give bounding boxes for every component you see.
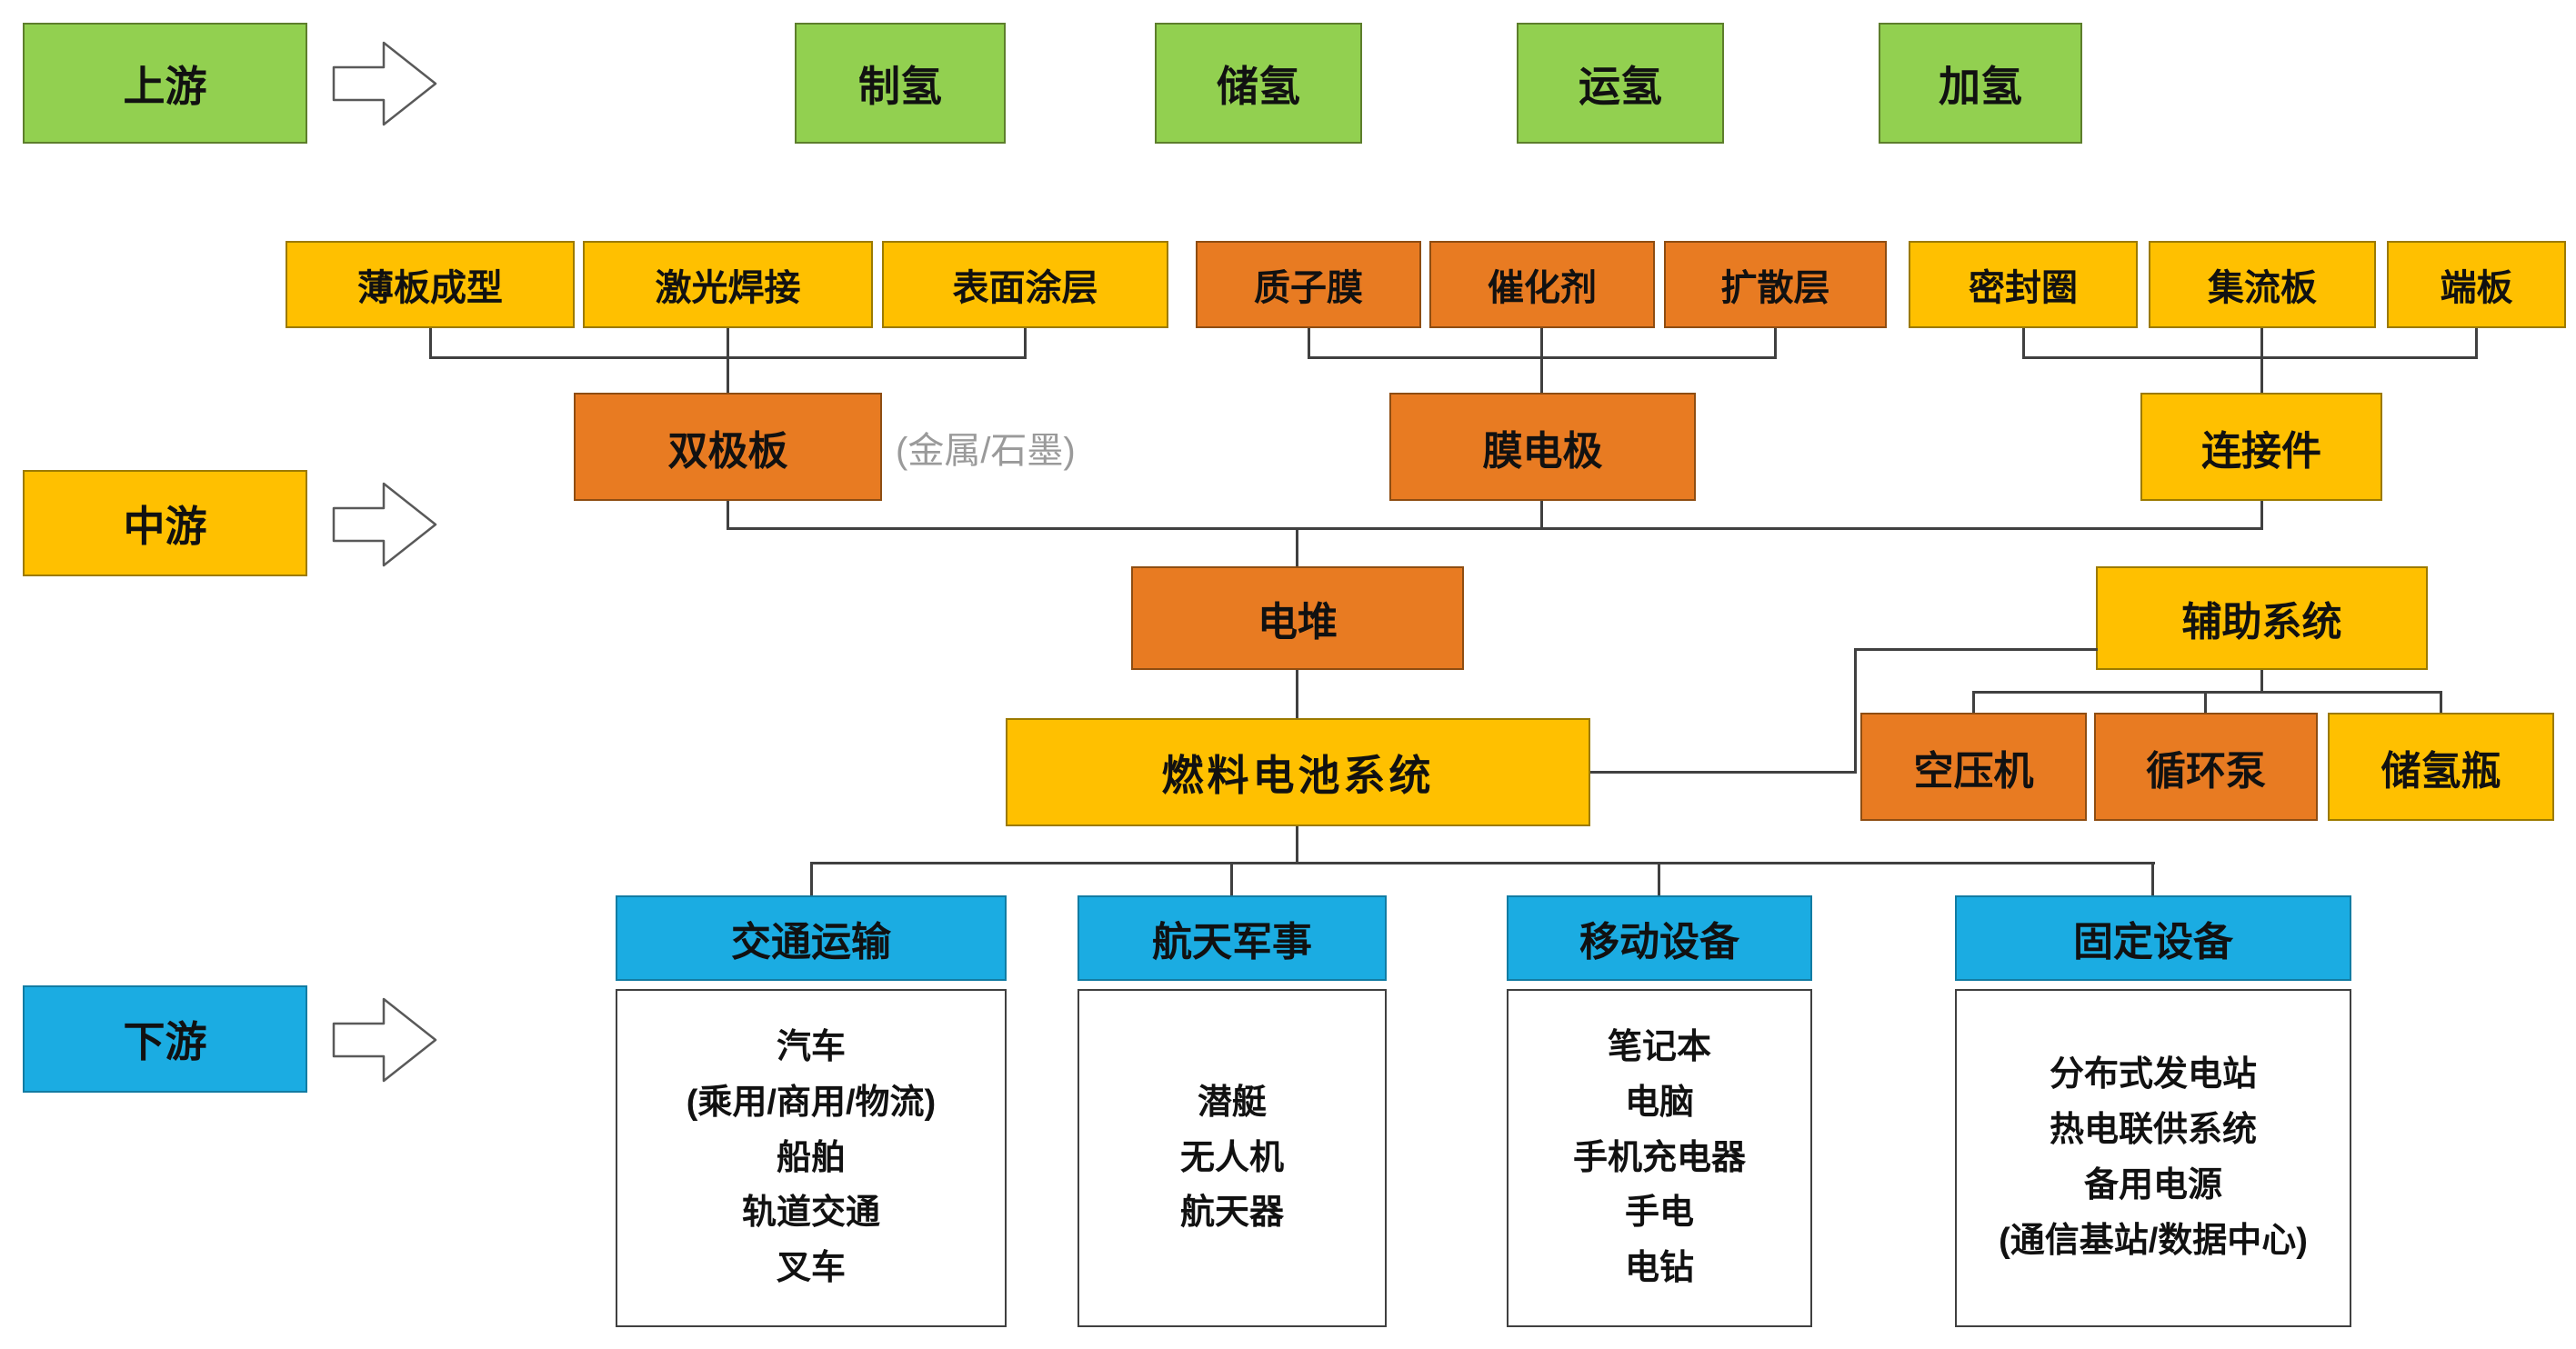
node-circulation-pump: 循环泵	[2094, 713, 2318, 821]
node-membrane-electrode: 膜电极	[1389, 393, 1696, 501]
connector-line	[2260, 670, 2263, 691]
connector-line	[810, 864, 813, 895]
header-aerospace-military: 航天军事	[1078, 895, 1387, 981]
node-hydrogen-storage: 储氢	[1155, 23, 1362, 144]
node-fuel-cell-system: 燃料电池系统	[1006, 718, 1590, 826]
connector-line	[2440, 694, 2442, 713]
bipolar-plate-material-note: (金属/石墨)	[896, 430, 1076, 471]
connector-line	[2022, 328, 2025, 356]
list-mobile-devices: 笔记本 电脑 手机充电器 手电 电钻	[1507, 989, 1812, 1327]
node-sheet-forming: 薄板成型	[286, 241, 575, 328]
connector-line	[1230, 864, 1233, 895]
connector-line	[2022, 356, 2478, 359]
list-item: 手机充电器	[1572, 1138, 1746, 1177]
connector-line	[429, 328, 432, 356]
list-item: 手电	[1624, 1194, 1694, 1233]
list-item: 叉车	[776, 1249, 846, 1288]
node-connector: 连接件	[2140, 393, 2382, 501]
list-aerospace-military: 潜艇 无人机 航天器	[1078, 989, 1387, 1327]
list-item: 电钻	[1624, 1249, 1694, 1288]
connector-line	[1296, 670, 1298, 718]
connector-line	[1854, 648, 2098, 651]
list-item: 船舶	[776, 1138, 846, 1177]
list-item: 笔记本	[1607, 1028, 1711, 1066]
connector-line	[1854, 648, 1857, 774]
header-transportation: 交通运输	[616, 895, 1007, 981]
header-stationary-equipment: 固定设备	[1955, 895, 2351, 981]
node-hydrogen-transport: 运氢	[1517, 23, 1724, 144]
connector-line	[1540, 328, 1543, 356]
connector-line	[2151, 864, 2154, 895]
connector-line	[727, 527, 2263, 530]
connector-line	[1296, 530, 1298, 566]
node-proton-membrane: 质子膜	[1196, 241, 1421, 328]
node-auxiliary-system: 辅助系统	[2096, 566, 2428, 670]
connector-line	[2260, 359, 2263, 393]
node-hydrogen-production: 制氢	[795, 23, 1006, 144]
connector-line	[429, 356, 1027, 359]
node-bipolar-plate: 双极板	[574, 393, 882, 501]
node-current-collector-plate: 集流板	[2149, 241, 2376, 328]
lane-downstream: 下游	[23, 985, 307, 1093]
node-hydrogen-tank: 储氢瓶	[2328, 713, 2554, 821]
connector-line	[1658, 864, 1660, 895]
list-stationary-equipment: 分布式发电站 热电联供系统 备用电源 (通信基站/数据中心)	[1955, 989, 2351, 1327]
list-item: 热电联供系统	[2049, 1111, 2257, 1150]
node-seal-ring: 密封圈	[1909, 241, 2138, 328]
connector-line	[1296, 826, 1298, 862]
list-transportation: 汽车 (乘用/商用/物流) 船舶 轨道交通 叉车	[616, 989, 1007, 1327]
connector-line	[1774, 328, 1777, 356]
connector-line	[1308, 356, 1777, 359]
connector-line	[2204, 694, 2207, 713]
connector-line	[1972, 691, 2442, 694]
connector-line	[1590, 771, 1857, 774]
list-item: (乘用/商用/物流)	[686, 1083, 937, 1122]
lane-upstream: 上游	[23, 23, 307, 144]
connector-line	[1308, 328, 1310, 356]
list-item: 汽车	[776, 1028, 846, 1066]
list-item: (通信基站/数据中心)	[1999, 1221, 2308, 1260]
connector-line	[1024, 328, 1027, 356]
connector-line	[810, 862, 2155, 864]
node-surface-coating: 表面涂层	[882, 241, 1168, 328]
node-diffusion-layer: 扩散层	[1664, 241, 1887, 328]
list-item: 航天器	[1179, 1194, 1284, 1233]
list-item: 潜艇	[1197, 1083, 1267, 1122]
connector-line	[1540, 359, 1543, 393]
node-hydrogen-refueling: 加氢	[1879, 23, 2082, 144]
connector-line	[1972, 694, 1975, 713]
list-item: 分布式发电站	[2049, 1055, 2257, 1094]
right-arrow-icon	[332, 41, 437, 126]
node-air-compressor: 空压机	[1860, 713, 2087, 821]
list-item: 轨道交通	[741, 1194, 880, 1233]
header-mobile-devices: 移动设备	[1507, 895, 1812, 981]
node-laser-welding: 激光焊接	[583, 241, 873, 328]
connector-line	[2260, 328, 2263, 356]
connector-line	[1540, 501, 1543, 527]
node-catalyst: 催化剂	[1429, 241, 1655, 328]
right-arrow-icon	[332, 482, 437, 567]
connector-line	[727, 359, 729, 393]
right-arrow-icon	[332, 997, 437, 1083]
node-end-plate: 端板	[2387, 241, 2566, 328]
lane-midstream: 中游	[23, 470, 307, 576]
list-item: 电脑	[1624, 1083, 1694, 1122]
list-item: 备用电源	[2083, 1166, 2222, 1204]
connector-line	[2260, 501, 2263, 527]
connector-line	[727, 328, 729, 356]
list-item: 无人机	[1179, 1138, 1284, 1177]
connector-line	[2475, 328, 2478, 356]
connector-line	[727, 501, 729, 527]
node-stack: 电堆	[1131, 566, 1464, 670]
